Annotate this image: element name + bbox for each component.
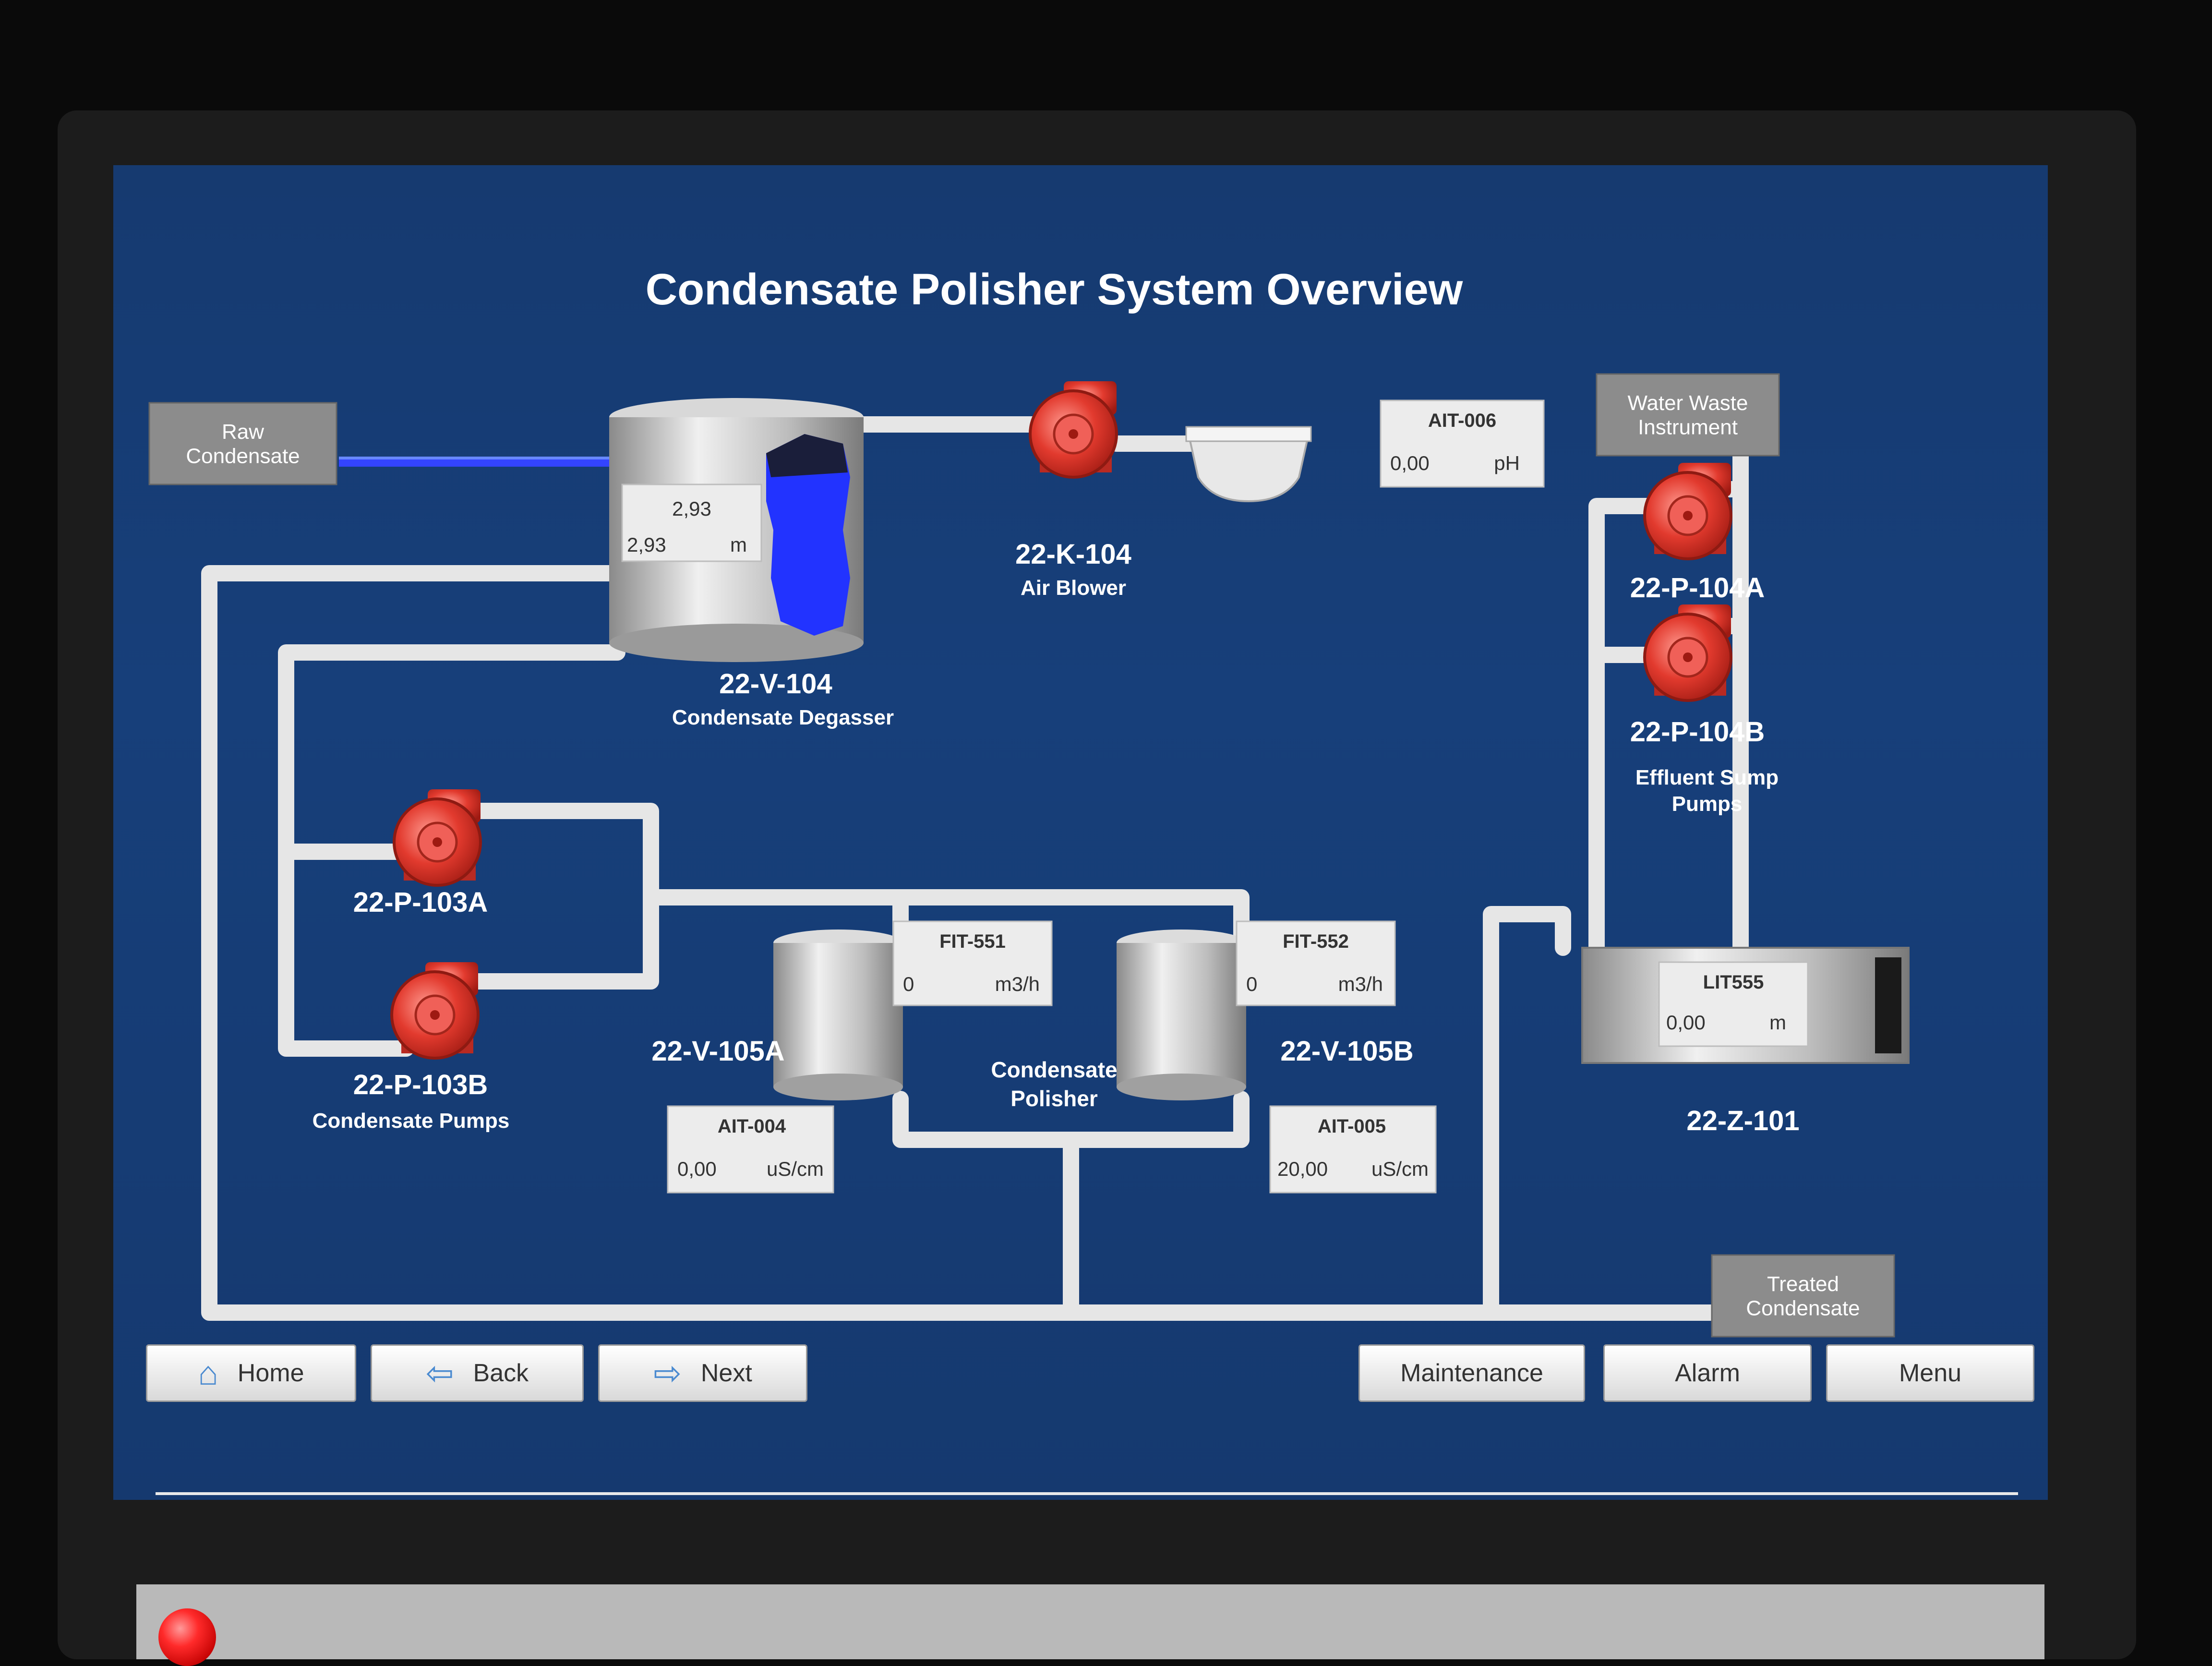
instrument-fit-552[interactable]: FIT-552 0 m3/h (1236, 920, 1396, 1006)
instrument-ait-005[interactable]: AIT-005 20,00 uS/cm (1269, 1105, 1437, 1194)
effluent-pumps-name-line1: Effluent Sump (1635, 766, 1779, 789)
pump-22-p-104a[interactable] (1645, 463, 1731, 559)
status-bar (136, 1584, 2044, 1659)
next-button[interactable]: ⇨ Next (598, 1344, 807, 1402)
degasser-level-value: 2,93 (627, 533, 666, 556)
vessel-105b-tag: 22-V-105B (1280, 1036, 1413, 1067)
ait006-value: 0,00 (1390, 452, 1430, 474)
home-label: Home (237, 1359, 304, 1387)
pump-22-p-103b[interactable] (392, 962, 478, 1058)
menu-label: Menu (1899, 1359, 1962, 1387)
fit552-unit: m3/h (1338, 973, 1383, 995)
condensate-pumps-name: Condensate Pumps (313, 1109, 510, 1133)
pump-104b-tag: 22-P-104B (1630, 716, 1765, 748)
fit551-value: 0 (903, 973, 914, 995)
air-blower-22-k-104[interactable] (1030, 381, 1117, 477)
polisher-name-line1: Condensate (991, 1057, 1117, 1082)
air-blower-silencer (1185, 426, 1312, 503)
air-blower-tag: 22-K-104 (1015, 539, 1131, 570)
ait004-unit: uS/cm (767, 1158, 824, 1180)
fit552-tag: FIT-552 (1283, 931, 1349, 952)
lit555-tag: LIT555 (1703, 972, 1764, 993)
polisher-name-line2: Polisher (1010, 1086, 1098, 1111)
hmi-screen: Condensate Polisher System Overview (113, 165, 2048, 1500)
vessel-22-v-105b[interactable] (1117, 930, 1246, 1100)
back-button[interactable]: ⇦ Back (371, 1344, 584, 1402)
sump-22-z-101[interactable]: LIT555 0,00 m (1581, 947, 1910, 1064)
instrument-ait-004[interactable]: AIT-004 0,00 uS/cm (667, 1105, 834, 1194)
fit552-value: 0 (1246, 973, 1257, 995)
maintenance-label: Maintenance (1400, 1359, 1543, 1387)
alarm-button[interactable]: Alarm (1603, 1344, 1812, 1402)
instrument-ait-006[interactable]: AIT-006 0,00 pH (1380, 399, 1545, 488)
screen-title: Condensate Polisher System Overview (646, 265, 1463, 314)
degasser-level-indicator (766, 434, 850, 636)
instrument-fit-551[interactable]: FIT-551 0 m3/h (892, 920, 1053, 1006)
ait004-tag: AIT-004 (718, 1116, 786, 1137)
ait005-unit: uS/cm (1371, 1158, 1429, 1180)
back-label: Back (473, 1359, 529, 1387)
ait004-value: 0,00 (677, 1158, 717, 1180)
lit555-unit: m (1769, 1011, 1786, 1034)
pump-22-p-103a[interactable] (394, 789, 481, 885)
arrow-left-icon: ⇦ (425, 1354, 454, 1392)
degasser-tag: 22-V-104 (719, 668, 832, 700)
air-blower-name: Air Blower (1021, 576, 1126, 600)
fit551-tag: FIT-551 (939, 931, 1006, 952)
pump-22-p-104b[interactable] (1645, 604, 1731, 700)
next-label: Next (700, 1359, 752, 1387)
fit551-unit: m3/h (995, 973, 1040, 995)
degasser-name: Condensate Degasser (672, 706, 894, 729)
degasser-level-unit: m (730, 533, 747, 556)
home-button[interactable]: ⌂ Home (146, 1344, 356, 1402)
menu-button[interactable]: Menu (1826, 1344, 2034, 1402)
alarm-label: Alarm (1675, 1359, 1740, 1387)
ait005-value: 20,00 (1277, 1158, 1328, 1180)
degasser-tank[interactable]: 2,93 2,93 m (609, 398, 864, 662)
red-led-icon[interactable] (158, 1608, 216, 1666)
effluent-pumps-name-line2: Pumps (1672, 792, 1743, 816)
ait005-tag: AIT-005 (1318, 1116, 1386, 1137)
pump-103a-tag: 22-P-103A (353, 887, 488, 918)
degasser-level-sp: 2,93 (672, 497, 711, 520)
ait006-unit: pH (1494, 452, 1520, 474)
nav-divider (156, 1492, 2018, 1495)
pump-104a-tag: 22-P-104A (1630, 572, 1765, 604)
vessel-22-v-105a[interactable] (773, 930, 903, 1100)
house-icon: ⌂ (198, 1354, 218, 1392)
sump-tag: 22-Z-101 (1686, 1105, 1799, 1136)
vessel-105a-tag: 22-V-105A (651, 1036, 784, 1067)
arrow-right-icon: ⇨ (653, 1354, 682, 1392)
pump-103b-tag: 22-P-103B (353, 1069, 488, 1100)
maintenance-button[interactable]: Maintenance (1358, 1344, 1585, 1402)
lit555-value: 0,00 (1666, 1011, 1706, 1034)
ait006-tag: AIT-006 (1428, 410, 1496, 431)
